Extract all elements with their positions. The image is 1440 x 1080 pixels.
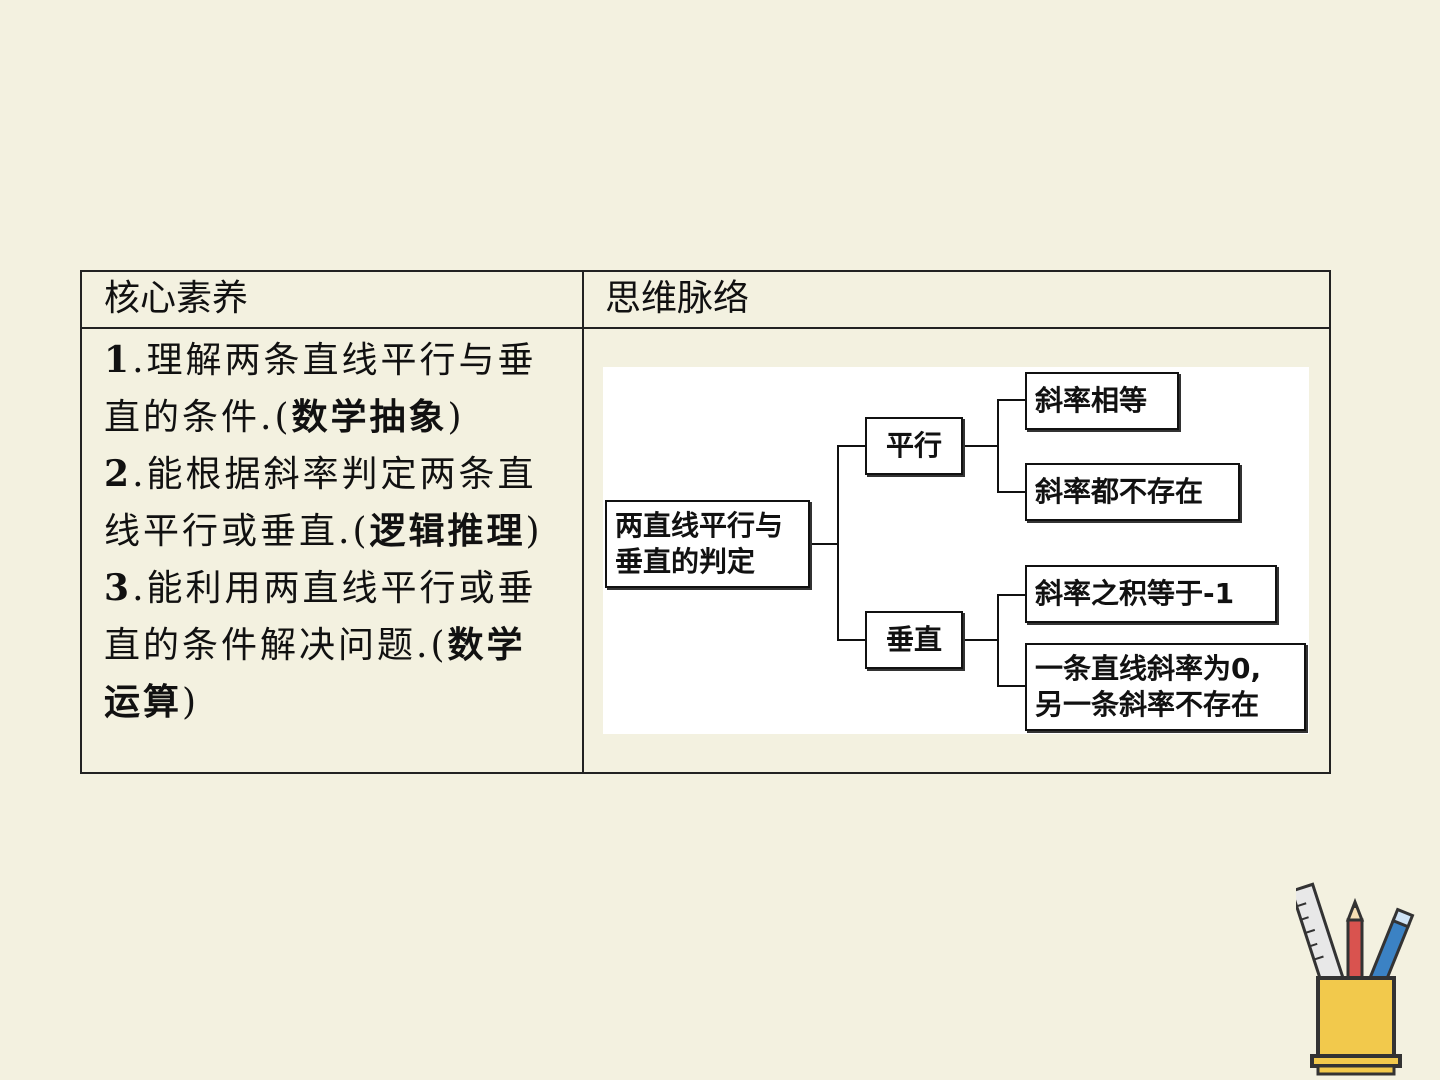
leaf-product-minus-one: 斜率之积等于-1 xyxy=(1025,565,1277,623)
leaf-zero-and-undefined: 一条直线斜率为0, 另一条斜率不存在 xyxy=(1025,643,1306,731)
header-thinking-context: 思维脉络 xyxy=(605,278,750,319)
connector-to-v-leaf1 xyxy=(997,594,1025,596)
leaf-equal-slopes: 斜率相等 xyxy=(1025,372,1179,430)
pencil-cup-icon xyxy=(1296,882,1415,1076)
mind-map: 两直线平行与 垂直的判定 平行 垂直 斜率相等 斜率都不存在 斜率之积等于-1 … xyxy=(603,367,1309,734)
connector-to-v-leaf2 xyxy=(997,685,1025,687)
leaf-both-slopes-undefined: 斜率都不存在 xyxy=(1025,463,1240,521)
connector-to-parallel xyxy=(837,445,865,447)
core-item-1: 1.理解两条直线平行与垂直的条件.(数学抽象) xyxy=(104,339,537,438)
perpendicular-node: 垂直 xyxy=(865,611,963,669)
connector-to-perpendicular xyxy=(837,639,865,641)
root-node: 两直线平行与 垂直的判定 xyxy=(605,500,810,588)
connector-to-p-leaf1 xyxy=(997,399,1025,401)
connector-perpendicular xyxy=(964,639,998,641)
root-line-2: 垂直的判定 xyxy=(615,545,756,578)
header-core-literacy: 核心素养 xyxy=(104,278,249,319)
table-header-row: 核心素养 思维脉络 xyxy=(82,272,1329,329)
core-item-2: 2.能根据斜率判定两条直线平行或垂直.(逻辑推理) xyxy=(104,453,543,552)
connector-to-p-leaf2 xyxy=(997,491,1025,493)
connector-root-vertical xyxy=(837,445,839,641)
connector-root xyxy=(810,543,838,545)
connector-perpendicular-vertical xyxy=(997,594,999,686)
content-table: 核心素养 思维脉络 1.理解两条直线平行与垂直的条件.(数学抽象) 2.能根据斜… xyxy=(80,270,1331,774)
leaf-zero-line-2: 另一条斜率不存在 xyxy=(1035,688,1260,721)
column-divider xyxy=(582,272,584,772)
core-literacy-list: 1.理解两条直线平行与垂直的条件.(数学抽象) 2.能根据斜率判定两条直线平行或… xyxy=(104,332,560,731)
connector-parallel-vertical xyxy=(997,399,999,493)
connector-parallel xyxy=(964,445,998,447)
leaf-zero-line-1: 一条直线斜率为0, xyxy=(1035,652,1262,685)
parallel-node: 平行 xyxy=(865,417,963,475)
root-line-1: 两直线平行与 xyxy=(615,509,784,542)
core-item-3: 3.能利用两直线平行或垂直的条件解决问题.(数学运算) xyxy=(104,567,537,723)
